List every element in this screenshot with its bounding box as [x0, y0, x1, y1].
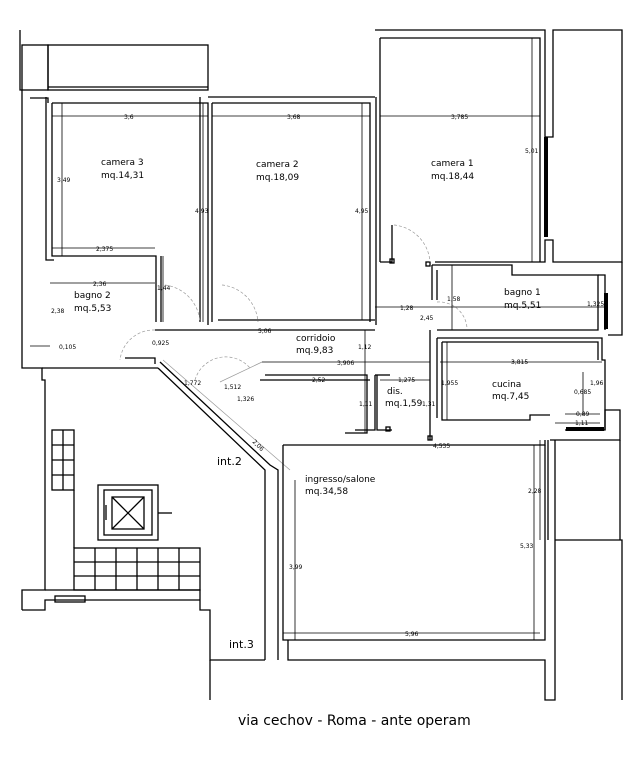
- dim: 2,06: [251, 438, 266, 453]
- walls: [19, 29, 623, 701]
- dim: 1,512: [224, 384, 241, 391]
- dim: 2,45: [420, 315, 434, 322]
- dim: 3,49: [57, 177, 71, 184]
- dim: 3,6: [124, 114, 134, 121]
- label-int3: int.3: [229, 638, 254, 651]
- dim: 0,89: [576, 411, 590, 418]
- dim: 1,326: [237, 396, 254, 403]
- room-area-camera3: mq.14,31: [101, 171, 144, 181]
- room-name-camera3: camera 3: [101, 158, 144, 168]
- room-name-bagno2: bagno 2: [74, 291, 111, 301]
- dim: 1,955: [441, 380, 458, 387]
- room-area-corridoio: mq.9,83: [296, 346, 333, 356]
- room-area-camera1: mq.18,44: [431, 172, 474, 182]
- room-area-cucina: mq.7,45: [492, 392, 529, 402]
- dim: 1,275: [398, 377, 415, 384]
- room-name-dis: dis.: [387, 387, 403, 397]
- dim: 1,772: [184, 380, 201, 387]
- room-name-camera1: camera 1: [431, 159, 474, 169]
- plan-caption: via cechov - Roma - ante operam: [238, 713, 471, 729]
- dimension-labels: 3,6 3,68 3,785 3,49 4,93 4,95 5,01 2,375…: [51, 114, 604, 638]
- dim: 1,44: [157, 285, 171, 292]
- dim: 1,325: [587, 301, 604, 308]
- dim: 4,535: [433, 443, 450, 450]
- room-labels: camera 3 mq.14,31 camera 2 mq.18,09 came…: [74, 158, 541, 651]
- dim: 4,93: [195, 208, 209, 215]
- dim: 5,33: [520, 543, 534, 550]
- room-name-camera2: camera 2: [256, 160, 299, 170]
- room-name-corridoio: corridoio: [296, 334, 336, 344]
- dim: 3,815: [511, 359, 528, 366]
- dim: 1,31: [422, 401, 436, 408]
- dim: 5,06: [258, 328, 272, 335]
- dim: 2,36: [93, 281, 107, 288]
- room-name-cucina: cucina: [492, 380, 521, 390]
- room-area-salone: mq.34,58: [305, 487, 348, 497]
- dim: 3,99: [289, 564, 303, 571]
- dim: 2,375: [96, 246, 113, 253]
- room-name-salone: ingresso/salone: [305, 475, 376, 485]
- staircase: [51, 429, 201, 591]
- dim: 1,96: [590, 380, 604, 387]
- dim: 3,906: [337, 360, 354, 367]
- room-area-bagno1: mq.5,51: [504, 301, 541, 311]
- dim: 0,105: [59, 344, 76, 351]
- room-area-dis: mq.1,59: [385, 399, 423, 409]
- dim: 5,96: [405, 631, 419, 638]
- room-area-camera2: mq.18,09: [256, 173, 299, 183]
- dim: 1,11: [575, 420, 589, 427]
- dim: 1,58: [447, 296, 461, 303]
- doors: [119, 224, 468, 381]
- dimension-lines: [30, 38, 605, 640]
- dim: 5,01: [525, 148, 539, 155]
- dim: 1,28: [400, 305, 414, 312]
- dim: 0,685: [574, 389, 591, 396]
- dim: 3,785: [451, 114, 468, 121]
- dim: 4,95: [355, 208, 369, 215]
- dim: 2,38: [51, 308, 65, 315]
- dim: 1,11: [359, 401, 373, 408]
- dim: 2,28: [528, 488, 542, 495]
- dim: 0,925: [152, 340, 169, 347]
- dim: 3,68: [287, 114, 301, 121]
- dim: 1,12: [358, 344, 372, 351]
- elevator: [97, 484, 172, 541]
- room-area-bagno2: mq.5,53: [74, 304, 111, 314]
- dim: 2,52: [312, 377, 326, 384]
- room-name-bagno1: bagno 1: [504, 288, 541, 298]
- label-int2: int.2: [217, 455, 242, 468]
